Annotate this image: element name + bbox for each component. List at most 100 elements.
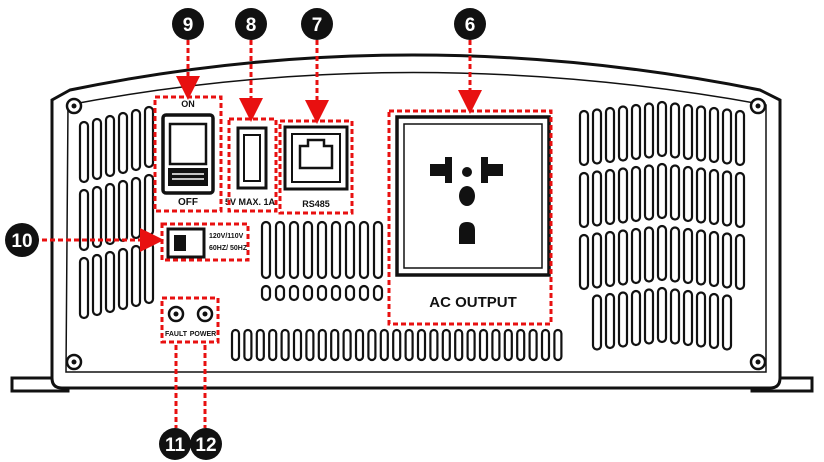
vent-slot (466, 328, 476, 362)
vent-slot (280, 328, 290, 362)
screw-bottom-left (65, 353, 83, 371)
vent-slot (316, 284, 328, 302)
frequency-label: 60HZ/ 50HZ (209, 245, 248, 252)
voltage-frequency-switch[interactable] (166, 227, 206, 259)
vent-slot (91, 253, 103, 317)
vent-slot (358, 284, 370, 302)
vent-slot (695, 229, 707, 286)
vent-slot (367, 328, 377, 362)
callout-box-11-12 (160, 296, 220, 344)
vent-slot (643, 226, 655, 283)
vent-slot (528, 328, 538, 362)
screw-top-left (65, 97, 83, 115)
switch-off-label: OFF (178, 197, 198, 208)
callout-badge-11: 11 (159, 428, 191, 460)
vent-slot (330, 284, 342, 302)
vent-slot (656, 224, 668, 282)
vent-slot (288, 220, 300, 280)
vent-slot (604, 230, 616, 288)
ventilation-slots (78, 100, 746, 362)
vent-slot (317, 328, 327, 362)
vent-slot (354, 328, 365, 362)
vent-slot (643, 102, 655, 159)
vent-slot (617, 291, 629, 348)
rs485-label: RS485 (302, 199, 330, 209)
callout-badge-9: 9 (172, 8, 204, 40)
vent-slot (578, 109, 590, 167)
vent-slot (503, 328, 513, 362)
vent-slot (143, 105, 155, 169)
vent-slot (429, 328, 439, 362)
vent-slot (682, 289, 694, 347)
vent-slot (404, 328, 414, 362)
svg-text:6: 6 (465, 15, 476, 36)
screw-bottom-right (749, 353, 767, 371)
svg-text:11: 11 (165, 435, 186, 456)
vent-slot (302, 284, 314, 302)
vent-slot (117, 111, 129, 175)
usb-label: 5V MAX. 1A (225, 197, 276, 207)
vent-slot (330, 328, 340, 362)
vent-slot (478, 328, 489, 362)
vent-slot (316, 220, 328, 280)
vent-slot (591, 108, 603, 165)
vent-slot (491, 328, 501, 362)
vent-slot (578, 171, 590, 229)
switch-on-label: ON (181, 99, 195, 109)
vent-slot (591, 294, 603, 351)
vent-slot (104, 114, 116, 178)
usb-port[interactable] (236, 126, 268, 190)
vent-slot (268, 328, 278, 362)
vent-slot (260, 284, 272, 302)
vent-slot (656, 162, 668, 220)
vent-slot (617, 229, 629, 286)
vent-slot (578, 233, 590, 291)
vent-slot (708, 230, 720, 288)
vent-slot (669, 102, 681, 159)
vent-slot (358, 220, 370, 280)
vent-slot (143, 173, 155, 237)
vent-slot (630, 165, 642, 223)
rs485-port[interactable] (283, 125, 349, 191)
vent-slot (643, 164, 655, 221)
callout-badge-12: 12 (190, 428, 222, 460)
vent-slot (630, 103, 642, 161)
callout-badge-10: 10 (5, 223, 39, 257)
vent-slot (91, 185, 103, 249)
vent-slot (604, 168, 616, 226)
vent-slot (302, 220, 314, 280)
vent-slot (104, 250, 116, 314)
vent-slot (708, 106, 720, 164)
ac-output-socket[interactable] (395, 115, 551, 277)
fault-label: FAULT (165, 331, 188, 338)
vent-slot (143, 241, 155, 305)
vent-slot (104, 182, 116, 246)
vent-slot (288, 284, 300, 302)
vent-slot (130, 108, 142, 172)
ac-output-label: AC OUTPUT (429, 294, 517, 311)
vent-slot (617, 105, 629, 162)
svg-text:7: 7 (312, 15, 323, 36)
vent-slot (540, 328, 551, 362)
callout-badge-8: 8 (235, 8, 267, 40)
power-rocker-switch[interactable] (161, 113, 215, 195)
fault-led (167, 305, 185, 323)
vent-slot (630, 227, 642, 285)
vent-slot (553, 328, 563, 362)
vent-slot (604, 106, 616, 164)
svg-text:10: 10 (11, 231, 32, 252)
vent-slot (708, 168, 720, 226)
callout-badge-7: 7 (301, 8, 333, 40)
vent-slot (669, 226, 681, 283)
vent-slot (274, 220, 286, 280)
vent-slot (669, 164, 681, 221)
vent-slot (734, 171, 746, 229)
vent-slot (721, 170, 733, 227)
vent-slot (682, 227, 694, 285)
vent-slot (344, 220, 356, 280)
screw-top-right (749, 97, 767, 115)
vent-slot (695, 167, 707, 224)
vent-slot (117, 247, 129, 311)
vent-slot (130, 244, 142, 308)
vent-slot (643, 288, 655, 345)
